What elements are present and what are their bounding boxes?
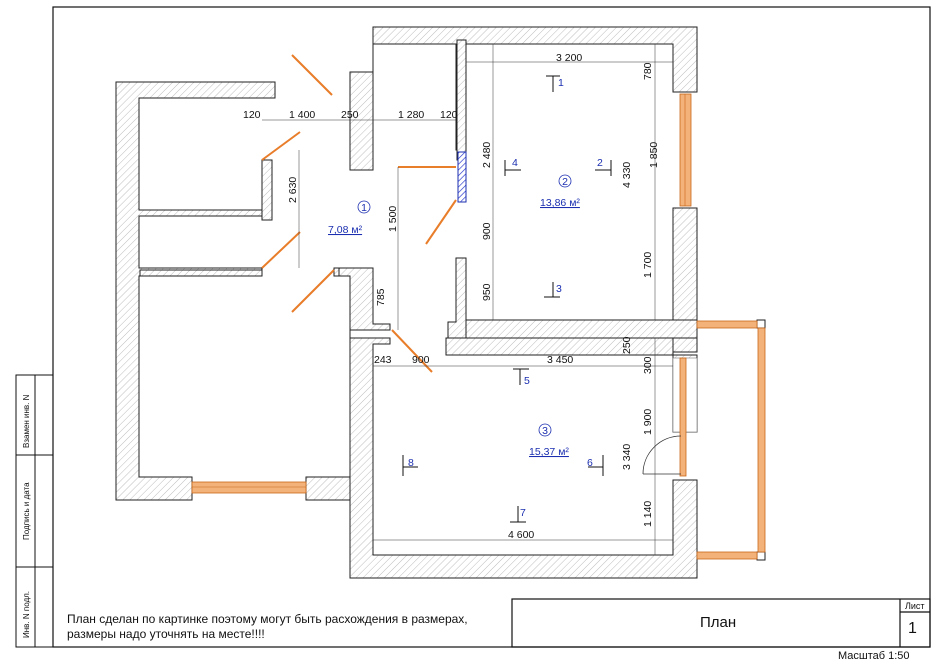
svg-text:250: 250 xyxy=(621,336,633,354)
svg-text:1 140: 1 140 xyxy=(642,501,654,527)
svg-text:120: 120 xyxy=(243,109,261,121)
svg-text:950: 950 xyxy=(481,283,493,301)
side-stamp xyxy=(15,374,54,648)
svg-text:3 450: 3 450 xyxy=(547,354,573,366)
svg-text:120: 120 xyxy=(440,109,458,121)
stamp-label-replaced-inv: Взамен инв. N xyxy=(22,394,31,448)
stamp-label-original-inv: Инв. N подл. xyxy=(22,590,31,638)
svg-text:2 630: 2 630 xyxy=(287,177,299,203)
svg-text:1 900: 1 900 xyxy=(642,409,654,435)
title-block xyxy=(511,598,931,648)
view-numbers: 1 2 3 4 5 6 7 8 xyxy=(408,77,603,519)
svg-text:4: 4 xyxy=(512,157,518,169)
svg-text:1 700: 1 700 xyxy=(642,252,654,278)
windows xyxy=(191,93,766,560)
sheet-frame xyxy=(52,6,931,648)
svg-text:8: 8 xyxy=(408,457,414,469)
svg-text:1: 1 xyxy=(558,77,564,89)
svg-text:2: 2 xyxy=(597,157,603,169)
view-markers xyxy=(402,75,612,523)
scale-label: Масштаб 1:50 xyxy=(838,650,910,662)
room-3-area: 15,37 м² xyxy=(529,446,569,458)
svg-text:3 340: 3 340 xyxy=(621,444,633,470)
svg-text:6: 6 xyxy=(587,457,593,469)
svg-text:900: 900 xyxy=(481,222,493,240)
svg-text:3: 3 xyxy=(556,283,562,295)
svg-text:4 600: 4 600 xyxy=(508,529,534,541)
svg-text:3 200: 3 200 xyxy=(556,52,582,64)
plan-note: План сделан по картинке поэтому могут бы… xyxy=(67,612,468,641)
plan-title: План xyxy=(700,614,737,631)
svg-text:1 850: 1 850 xyxy=(648,142,660,168)
svg-text:7: 7 xyxy=(520,507,526,519)
svg-text:300: 300 xyxy=(642,356,654,374)
svg-text:1 500: 1 500 xyxy=(387,206,399,232)
dimension-lines xyxy=(262,44,673,555)
room-1-number: 1 xyxy=(361,202,367,214)
room-3-number: 3 xyxy=(542,425,548,437)
svg-text:243: 243 xyxy=(374,354,392,366)
svg-text:2 480: 2 480 xyxy=(481,142,493,168)
room-2-area: 13,86 м² xyxy=(540,197,580,209)
svg-text:780: 780 xyxy=(642,62,654,80)
dimension-texts: 120 1 400 250 1 280 120 3 200 2 630 1 50… xyxy=(243,52,660,541)
room-1-area: 7,08 м² xyxy=(328,224,363,236)
sheet-label: Лист xyxy=(905,601,925,611)
svg-text:250: 250 xyxy=(341,109,359,121)
sheet-number: 1 xyxy=(908,620,917,637)
room-2-number: 2 xyxy=(562,176,568,188)
hatched-column xyxy=(457,151,467,203)
doors xyxy=(261,54,682,475)
svg-text:1 280: 1 280 xyxy=(398,109,424,121)
stamp-label-signature-date: Подпись и дата xyxy=(22,482,31,540)
svg-text:900: 900 xyxy=(412,354,430,366)
svg-text:5: 5 xyxy=(524,375,530,387)
svg-text:785: 785 xyxy=(375,288,387,306)
svg-text:4 330: 4 330 xyxy=(621,162,633,188)
room-labels: 1 7,08 м² 2 13,86 м² 3 15,37 м² xyxy=(328,174,580,458)
svg-text:1 400: 1 400 xyxy=(289,109,315,121)
